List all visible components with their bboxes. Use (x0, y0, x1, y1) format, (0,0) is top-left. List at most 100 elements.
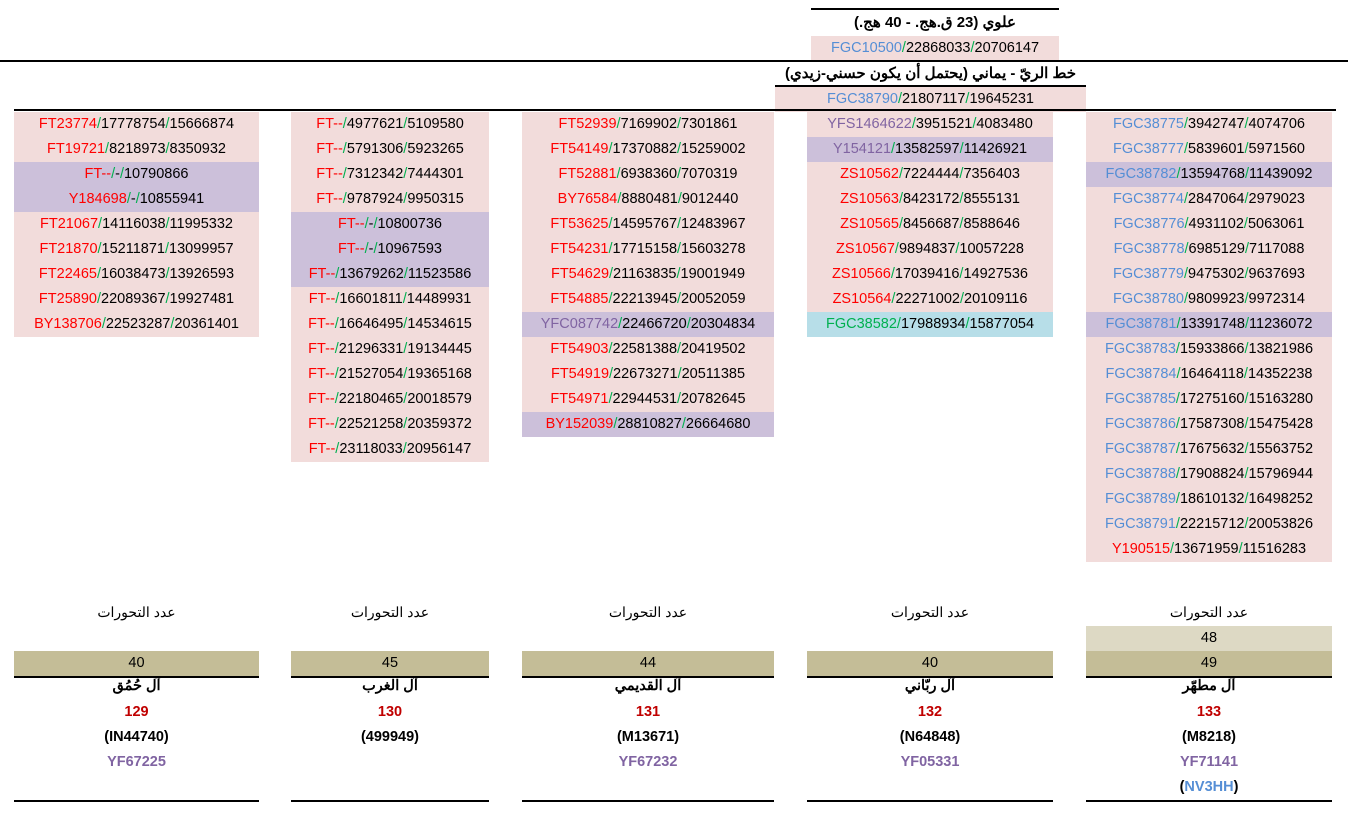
family-name: آل مطهّر (1182, 678, 1236, 694)
separator: / (403, 166, 408, 182)
position-hg38: 13582597 (895, 141, 960, 157)
separator: / (105, 141, 110, 157)
snp-row: FT21870/15211871/13099957 (14, 237, 259, 262)
position-hg38: 22521258 (338, 416, 404, 432)
separator: / (1245, 316, 1250, 332)
position-hg38: 7224444 (902, 166, 960, 182)
position-hg19: 20419502 (681, 341, 746, 357)
position-hg38: 8423172 (902, 191, 960, 207)
snp-name: FGC38788 (1104, 466, 1176, 482)
position-hg19: 15666874 (169, 116, 235, 132)
snp-row: FT--/16646495/14534615 (291, 312, 489, 337)
separator: / (911, 116, 916, 132)
separator: / (897, 91, 902, 107)
position-hg19: 15877054 (969, 316, 1035, 332)
snp-row: FT52939/7169902/7301861 (522, 112, 774, 137)
snp-name: BY76584 (557, 191, 618, 207)
position-hg38: - (115, 166, 120, 182)
snp-name: FGC38778 (1113, 241, 1185, 257)
position-hg19: 7301861 (681, 116, 738, 132)
snp-name: ZS10563 (840, 191, 899, 207)
mutation-count: 44 (522, 651, 774, 678)
mutation-count: 49 (1086, 651, 1332, 678)
position-hg19: 7444301 (407, 166, 464, 182)
snp-name: FGC38782 (1105, 166, 1177, 182)
separator: / (1244, 116, 1249, 132)
separator: / (1244, 416, 1249, 432)
position-hg19: 20706147 (974, 40, 1040, 56)
mutation-count-label: عدد التحورات (608, 604, 688, 620)
position-hg19: 19645231 (969, 91, 1034, 107)
snp-row: ZS10564/22271002/20109116 (807, 287, 1053, 312)
snp-row: FT--/23118033/20956147 (291, 437, 489, 462)
snp-name: FT19721 (46, 141, 106, 157)
separator: / (335, 291, 340, 307)
snp-name: BY152039 (545, 416, 614, 432)
separator: / (1244, 291, 1249, 307)
separator: / (1175, 441, 1180, 457)
yfull-id: YF05331 (900, 754, 960, 770)
position-hg38: 9475302 (1188, 266, 1245, 282)
snp-name: ZS10565 (840, 216, 899, 232)
snp-row: Y190515/13671959/11516283 (1086, 537, 1332, 562)
mutation-count: 40 (807, 651, 1053, 678)
separator: / (608, 341, 613, 357)
position-hg19: 13099957 (169, 241, 234, 257)
haplogroup-id: (M8218) (1182, 729, 1236, 745)
snp-name: FT54885 (550, 291, 609, 307)
position-hg19: 20109116 (964, 291, 1028, 307)
separator: / (101, 316, 106, 332)
separator: / (677, 366, 682, 382)
snp-row: Y154121/13582597/11426921 (807, 137, 1053, 162)
position-hg38: 17988934 (900, 316, 966, 332)
footer-rule (1086, 800, 1332, 802)
separator: / (677, 166, 682, 182)
snp-name: FT-- (308, 266, 336, 282)
separator: / (609, 366, 614, 382)
snp-row: FT54903/22581388/20419502 (522, 337, 774, 362)
position-hg19: 20018579 (407, 391, 472, 407)
snp-name: FT-- (316, 116, 343, 132)
separator: / (959, 191, 964, 207)
position-hg19: 12483967 (681, 216, 746, 232)
snp-row: FT54149/17370882/15259002 (522, 137, 774, 162)
position-hg38: 17275160 (1179, 391, 1245, 407)
position-hg19: 11516283 (1242, 541, 1307, 557)
snp-name: FGC38777 (1113, 141, 1184, 157)
section-rule (0, 60, 1348, 62)
yfull-id: YF67232 (618, 754, 678, 770)
separator: / (165, 116, 170, 132)
extra-id-value: NV3HH (1184, 779, 1234, 795)
position-hg19: 4074706 (1248, 116, 1305, 132)
separator: / (342, 191, 347, 207)
position-hg19: 20053826 (1248, 516, 1314, 532)
position-hg19: 11236072 (1249, 316, 1313, 332)
position-hg38: 7312342 (346, 166, 404, 182)
haplogroup-id: (499949) (360, 729, 420, 745)
separator: / (677, 291, 682, 307)
separator: / (618, 316, 623, 332)
position-hg38: - (368, 241, 374, 257)
separator: / (959, 141, 964, 157)
snp-name: FT-- (84, 166, 112, 182)
position-hg38: 7169902 (620, 116, 678, 132)
separator: / (891, 291, 896, 307)
separator: / (1176, 166, 1181, 182)
snp-row: FT--/9787924/9950315 (291, 187, 489, 212)
separator: / (1243, 366, 1248, 382)
position-hg19: 20359372 (407, 416, 472, 432)
position-hg38: 17908824 (1179, 466, 1245, 482)
branch-number: 131 (635, 704, 661, 720)
separator: / (402, 441, 407, 457)
separator: / (894, 241, 899, 257)
snp-name: FGC38779 (1113, 266, 1184, 282)
separator: / (1244, 516, 1249, 532)
position-hg19: 14927536 (963, 266, 1028, 282)
position-hg19: 5063061 (1247, 216, 1305, 232)
snp-name: FT23774 (38, 116, 97, 132)
snp-name: FT54629 (550, 266, 610, 282)
branch-number: 130 (377, 704, 403, 720)
